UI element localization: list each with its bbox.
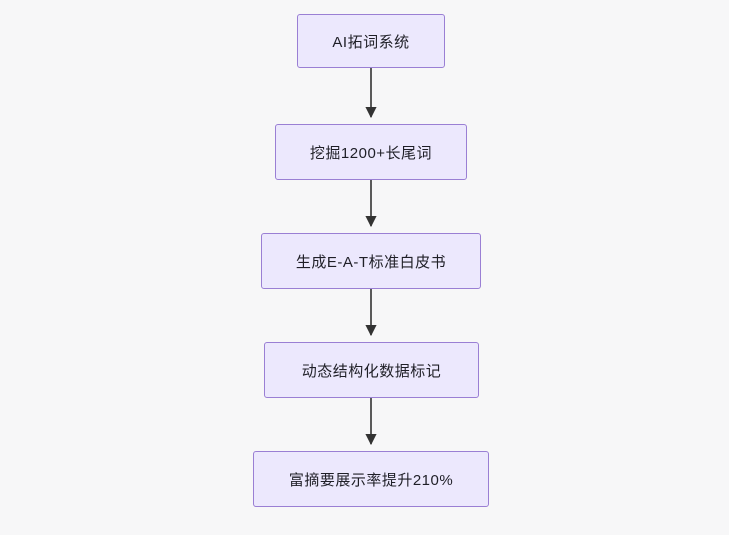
flowchart-node-ai-keyword-system[interactable]: AI拓词系统 — [297, 14, 445, 68]
flowchart-node-rich-snippet-result[interactable]: 富摘要展示率提升210% — [253, 451, 489, 507]
flowchart-node-longtail-mining[interactable]: 挖掘1200+长尾词 — [275, 124, 467, 180]
flowchart-node-structured-data[interactable]: 动态结构化数据标记 — [264, 342, 479, 398]
flowchart-node-eat-whitepaper[interactable]: 生成E-A-T标准白皮书 — [261, 233, 481, 289]
